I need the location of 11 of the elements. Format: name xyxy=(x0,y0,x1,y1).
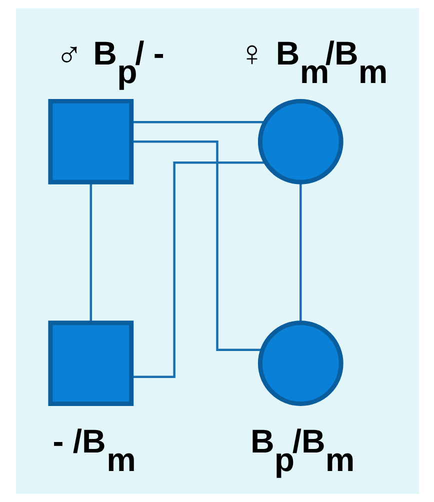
node-box xyxy=(48,98,134,184)
node-circle xyxy=(257,98,343,184)
node-label: ♀ xyxy=(238,32,265,74)
node-box xyxy=(48,320,134,406)
connector xyxy=(131,161,265,378)
connector xyxy=(131,140,262,351)
connector xyxy=(89,182,92,323)
connector xyxy=(131,121,264,124)
node-label: ♂ xyxy=(55,32,82,74)
connector xyxy=(299,182,302,323)
node-circle xyxy=(257,320,343,406)
